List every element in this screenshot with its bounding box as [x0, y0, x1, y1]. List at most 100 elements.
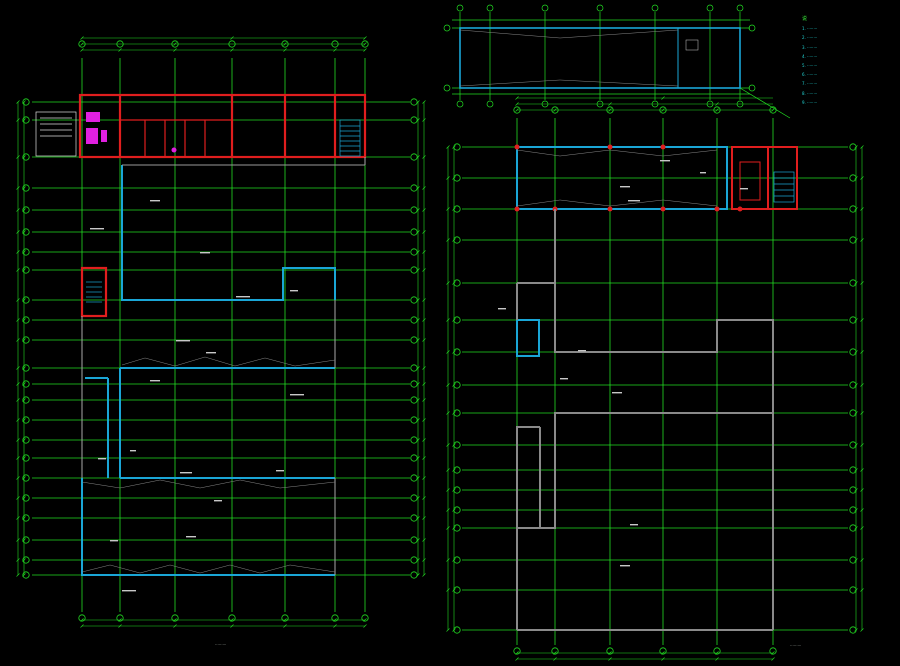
dimension-tick	[446, 488, 450, 492]
axis-bubble	[22, 454, 30, 462]
axis-bubble	[410, 116, 418, 124]
dimension-tick	[416, 398, 420, 402]
dimension-tick	[416, 155, 420, 159]
dimension-tick	[422, 382, 426, 386]
dimension-tick	[22, 338, 26, 342]
dimension-tick	[16, 438, 20, 442]
dimension-tick	[860, 281, 864, 285]
dimension-tick	[16, 538, 20, 542]
note-line: 7. ········	[802, 81, 818, 87]
axis-bubble	[22, 474, 30, 482]
dimension-tick	[422, 155, 426, 159]
axis-bubble	[410, 316, 418, 324]
dimension-tick	[422, 338, 426, 342]
axis-bubble	[22, 266, 30, 274]
dimension-tick	[860, 443, 864, 447]
axis-bubble	[410, 266, 418, 274]
axis-bubble	[22, 396, 30, 404]
dimension-tick	[452, 145, 456, 149]
axis-bubble	[410, 153, 418, 161]
dimension-tick	[16, 558, 20, 562]
dimension-tick	[452, 558, 456, 562]
dimension-tick	[22, 366, 26, 370]
dimension-tick	[715, 651, 719, 655]
axis-bubble	[410, 396, 418, 404]
dimension-tick	[363, 48, 367, 52]
dimension-tick	[16, 230, 20, 234]
dimension-tick	[230, 624, 234, 628]
dimension-tick	[80, 48, 84, 52]
dimension-tick	[854, 318, 858, 322]
left-floor-plan[interactable]	[16, 36, 426, 628]
dimension-tick	[515, 96, 519, 100]
axis-bubble	[22, 514, 30, 522]
dimension-tick	[22, 456, 26, 460]
left-toilet-fixtures	[86, 112, 177, 153]
dimension-tick	[416, 456, 420, 460]
dimension-tick	[446, 238, 450, 242]
axis-bubble	[22, 536, 30, 544]
dimension-tick	[16, 155, 20, 159]
dimension-tick	[452, 281, 456, 285]
axis-bubble	[606, 647, 614, 655]
dimension-tick	[446, 145, 450, 149]
dimension-tick	[446, 468, 450, 472]
dimension-tick	[715, 108, 719, 112]
note-line: 3. ········	[802, 44, 818, 50]
dimension-tick	[446, 411, 450, 415]
dimension-tick	[446, 588, 450, 592]
dimension-tick	[416, 366, 420, 370]
dimension-tick	[854, 628, 858, 632]
dimension-tick	[860, 558, 864, 562]
dimension-tick	[860, 207, 864, 211]
axis-bubble	[22, 153, 30, 161]
dimension-tick	[446, 281, 450, 285]
dimension-tick	[715, 102, 719, 106]
dimension-tick	[16, 186, 20, 190]
right-sheet-title: ·········	[790, 643, 802, 648]
axis-bubble	[410, 98, 418, 106]
dimension-tick	[363, 624, 367, 628]
dimension-tick	[860, 488, 864, 492]
dimension-tick	[860, 318, 864, 322]
axis-bubble	[659, 647, 667, 655]
left-beam-lines	[81, 356, 336, 574]
dimension-tick	[22, 496, 26, 500]
dimension-tick	[422, 538, 426, 542]
dimension-tick	[422, 268, 426, 272]
dimension-tick	[80, 618, 84, 622]
dimension-tick	[515, 102, 519, 106]
annotation-mark	[122, 590, 136, 592]
axis-bubble	[410, 416, 418, 424]
dimension-tick	[22, 100, 26, 104]
dimension-tick	[16, 418, 20, 422]
annotation-mark	[660, 160, 670, 162]
dimension-tick	[422, 496, 426, 500]
dimension-tick	[118, 48, 122, 52]
dimension-tick	[446, 383, 450, 387]
right-blue-walls	[516, 146, 728, 357]
dimension-tick	[16, 366, 20, 370]
dimension-tick	[16, 100, 20, 104]
axis-bubble	[22, 416, 30, 424]
dimension-tick	[422, 208, 426, 212]
dimension-tick	[854, 350, 858, 354]
dimension-tick	[80, 42, 84, 46]
dimension-tick	[22, 230, 26, 234]
dimension-tick	[416, 250, 420, 254]
axis-bubble	[78, 614, 86, 622]
axis-bubble	[22, 206, 30, 214]
dimension-tick	[854, 443, 858, 447]
axis-bubble	[513, 647, 521, 655]
dimension-tick	[452, 526, 456, 530]
annotation-mark	[180, 472, 192, 474]
dimension-tick	[446, 318, 450, 322]
axis-bubble	[410, 514, 418, 522]
annotation-mark	[98, 458, 106, 460]
dimension-tick	[416, 186, 420, 190]
axis-bubble	[22, 436, 30, 444]
annotation-mark	[276, 470, 284, 472]
dimension-tick	[80, 36, 84, 40]
right-floor-plan[interactable]	[443, 4, 864, 661]
